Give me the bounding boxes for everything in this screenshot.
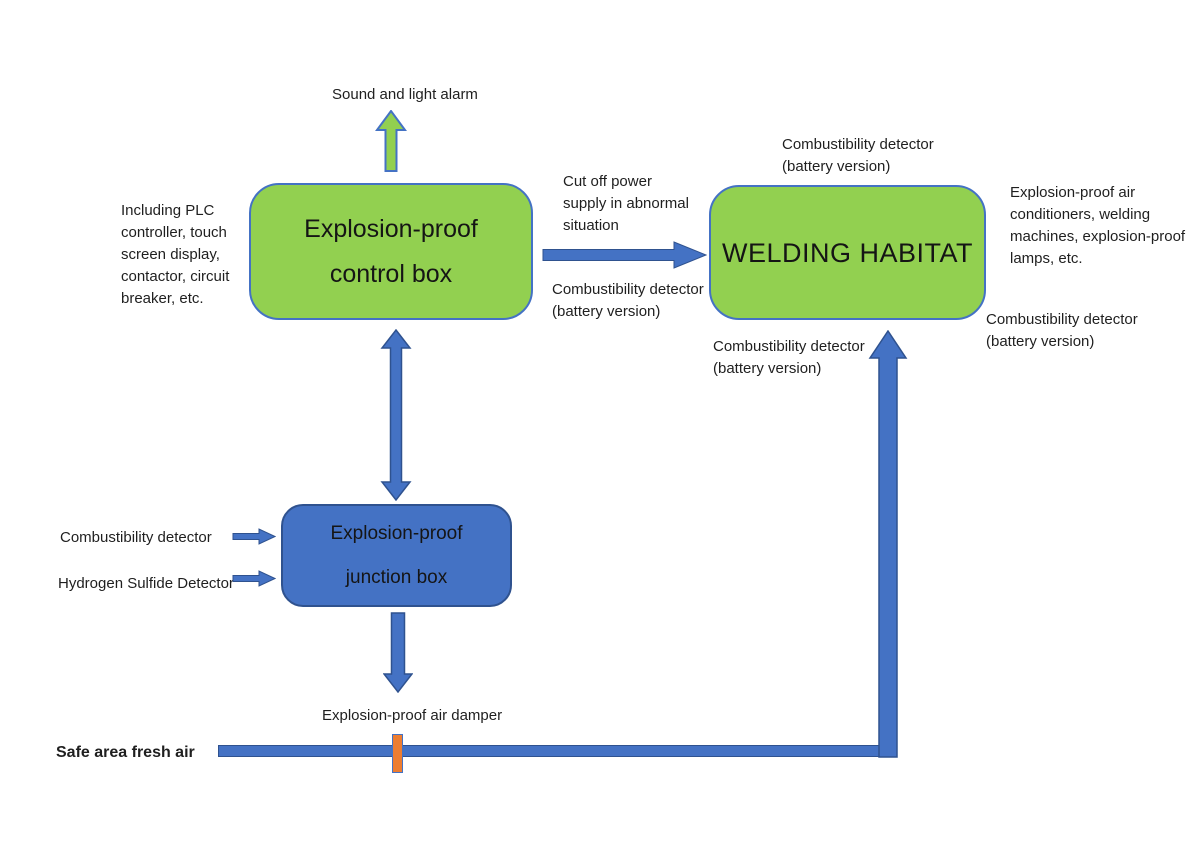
alarm-up-arrow-icon — [375, 110, 407, 172]
combustibility-input-label: Combustibility detector — [60, 529, 212, 546]
h2s-input-arrow-icon — [232, 570, 276, 587]
cut-off-power-label: Cut off power supply in abnormal situati… — [563, 173, 689, 234]
welding-habitat-label: WELDING HABITAT — [721, 237, 973, 268]
detector-right-label: Combustibility detector (battery version… — [986, 311, 1138, 350]
alarm-label: Sound and light alarm — [332, 86, 478, 103]
air-damper — [392, 734, 403, 773]
detector-bottom-label: Combustibility detector (battery version… — [713, 338, 865, 377]
fresh-air-supply-up-arrow-icon — [868, 330, 908, 758]
junction-box-node: Explosion-proof junction box — [281, 504, 512, 607]
habitat-contents-label: Explosion-proof air conditioners, weldin… — [1010, 184, 1186, 267]
detector-mid-label: Combustibility detector (battery version… — [552, 281, 704, 320]
fresh-air-pipe — [218, 745, 895, 757]
junction-damper-down-arrow-icon — [383, 612, 413, 693]
control-box-contents-label: Including PLC controller, touch screen d… — [121, 202, 230, 307]
detector-top-label: Combustibility detector (battery version… — [782, 136, 934, 175]
control-habitat-arrow-icon — [542, 241, 707, 269]
junction-box-label: Explosion-proof junction box — [330, 522, 463, 588]
control-box-node: Explosion-proof control box — [249, 183, 533, 320]
air-damper-label: Explosion-proof air damper — [322, 707, 503, 724]
combustibility-input-arrow-icon — [232, 528, 276, 545]
welding-habitat-node: WELDING HABITAT — [709, 185, 986, 320]
fresh-air-label: Safe area fresh air — [56, 744, 195, 761]
h2s-input-label: Hydrogen Sulfide Detector — [58, 575, 234, 592]
control-junction-double-arrow-icon — [380, 329, 412, 501]
control-box-label: Explosion-proof control box — [304, 214, 478, 288]
